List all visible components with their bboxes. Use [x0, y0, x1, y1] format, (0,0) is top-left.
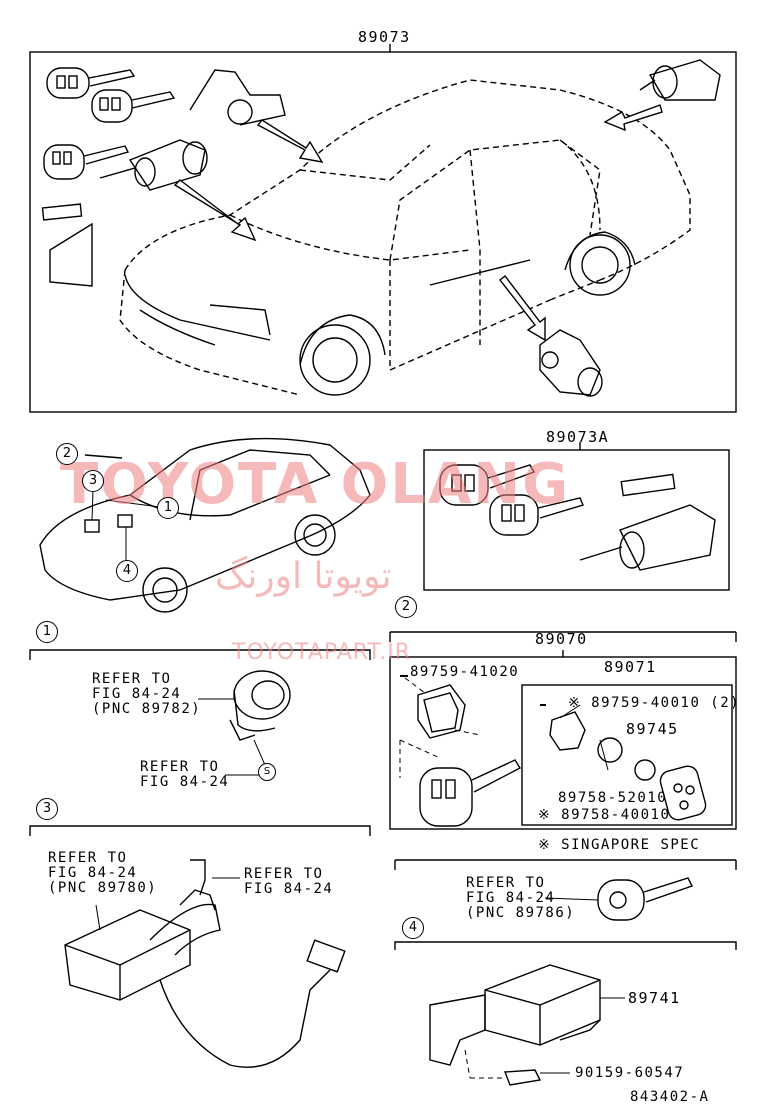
- figure-code: 843402-A: [630, 1089, 710, 1105]
- screw-b-label: ※ 89759-40010 (2): [568, 695, 741, 711]
- section2-parts: [400, 675, 707, 827]
- section2-number: 2: [395, 596, 417, 618]
- part-number-89070: 89070: [535, 630, 588, 648]
- top-section-frame: [29, 51, 737, 413]
- key-set-89073A: [439, 464, 716, 571]
- section-89073A-frame: [423, 449, 730, 591]
- gasket-a-label: 89758-52010: [558, 790, 668, 806]
- section4-number: 4: [402, 917, 424, 939]
- watermark-site: TOYOTAPART.IR: [232, 640, 412, 665]
- section3-bracket: [29, 825, 371, 836]
- ignition-cylinder-top: [99, 69, 286, 191]
- section3-ref-a: REFER TO FIG 84-24 (PNC 89780): [48, 850, 158, 896]
- top-part-number: 89073: [358, 28, 411, 46]
- section1-ref-b: REFER TO FIG 84-24: [140, 759, 230, 790]
- part-number-89073A: 89073A: [546, 428, 610, 446]
- watermark-brand: TOYOTA OLANG: [60, 452, 571, 517]
- key-ref: REFER TO FIG 84-24 (PNC 89786): [466, 875, 576, 921]
- part-number-89071: 89071: [604, 658, 657, 676]
- section3-parts: [64, 859, 346, 1068]
- section1-number: 1: [36, 621, 58, 643]
- door-lock-top-right: [639, 59, 721, 101]
- callout-arrows: [173, 104, 663, 342]
- section4-parts: [429, 964, 625, 1086]
- section4-bracket: [394, 941, 737, 950]
- singapore-spec-note: ※ SINGAPORE SPEC: [538, 837, 701, 853]
- battery-label: 89745: [626, 720, 679, 738]
- locator-callout-3: 3: [82, 470, 104, 492]
- section1-ref-a: REFER TO FIG 84-24 (PNC 89782): [92, 671, 202, 717]
- section1-bracket: [29, 649, 371, 660]
- key-set-top: [41, 67, 176, 287]
- door-lock-bottom: [539, 329, 603, 397]
- vehicle-body-solid: [124, 231, 636, 396]
- locator-car: [39, 437, 371, 613]
- section3-ref-b: REFER TO FIG 84-24: [244, 866, 334, 897]
- section3-number: 3: [36, 798, 58, 820]
- watermark-brand-fa: تویوتا اورنگ: [215, 556, 392, 597]
- part-number-bolt: 90159-60547: [575, 1065, 685, 1081]
- screw-a-label: 89759-41020: [410, 664, 520, 680]
- locator-callout-1: 1: [157, 497, 179, 519]
- s-marker: S: [258, 763, 276, 781]
- locator-callout-4: 4: [116, 560, 138, 582]
- vehicle-outline: [119, 79, 691, 396]
- part-number-89741: 89741: [628, 989, 681, 1007]
- section1-parts: [198, 670, 291, 776]
- locator-callout-2: 2: [56, 443, 78, 465]
- key-plain: [544, 877, 693, 921]
- section2-inner-frame: [521, 684, 733, 826]
- gasket-b-label: ※ 89758-40010: [538, 807, 671, 823]
- section2-frame: [389, 656, 737, 830]
